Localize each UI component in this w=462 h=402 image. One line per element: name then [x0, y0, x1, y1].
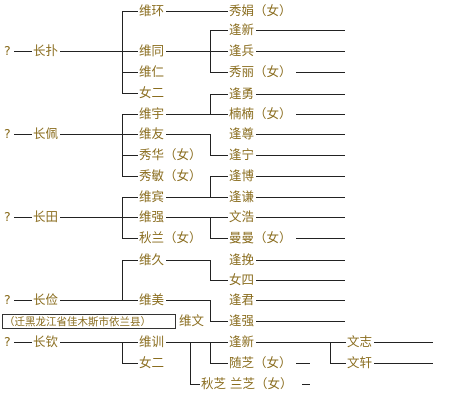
person-g2: 维强 — [138, 209, 166, 225]
person-g2: 维久 — [138, 252, 166, 268]
person-g1: 长钦 — [32, 334, 60, 350]
person-g2: 维美 — [138, 292, 166, 308]
person-g3: 逢新 — [228, 334, 256, 350]
root-marker: ? — [3, 209, 12, 225]
person-g2: 维文 — [178, 313, 206, 329]
person-g3: 秀娟（女） — [228, 3, 293, 19]
person-g3: 女四 — [228, 272, 256, 288]
person-g3: 秋芝 兰芝（女） — [200, 376, 294, 392]
person-g2: 女二 — [138, 85, 166, 101]
person-g3: 逢勇 — [228, 86, 256, 102]
person-g1: 长田 — [32, 209, 60, 225]
person-g2: 维宇 — [138, 106, 166, 122]
person-g3: 逢谦 — [228, 189, 256, 205]
person-g2: 秋兰（女） — [138, 230, 203, 246]
person-g3: 逢挽 — [228, 252, 256, 268]
person-g2: 秀敏（女） — [138, 168, 203, 184]
person-g1: 长俭 — [32, 292, 60, 308]
root-marker: ? — [3, 292, 12, 308]
person-g3: 逢博 — [228, 168, 256, 184]
person-g3: 秀丽（女） — [228, 64, 293, 80]
person-g4: 文轩 — [346, 355, 374, 371]
person-g3: 随芝（女） — [228, 355, 293, 371]
person-g2: 秀华（女） — [138, 147, 203, 163]
person-g3: 逢尊 — [228, 126, 256, 142]
person-g2: 女二 — [138, 355, 166, 371]
person-g3: 逢君 — [228, 292, 256, 308]
person-g3: 逢兵 — [228, 43, 256, 59]
person-g1: 长扑 — [32, 43, 60, 59]
person-g3: 逢强 — [228, 313, 256, 329]
person-g3: 楠楠（女） — [228, 106, 293, 122]
person-g2: 维同 — [138, 43, 166, 59]
person-g3: 文浩 — [228, 209, 256, 225]
person-g3: 逢宁 — [228, 147, 256, 163]
person-g1: 长佩 — [32, 126, 60, 142]
person-g2: 维环 — [138, 3, 166, 19]
person-g2: 维仁 — [138, 64, 166, 80]
person-g2: 维宾 — [138, 189, 166, 205]
person-g3: 逢新 — [228, 22, 256, 38]
person-g4: 文志 — [346, 334, 374, 350]
migration-note: （迁黑龙江省佳木斯市依兰县） — [2, 314, 176, 329]
person-g3: 曼曼（女） — [228, 230, 293, 246]
root-marker: ? — [3, 334, 12, 350]
root-marker: ? — [3, 43, 12, 59]
person-g2: 维训 — [138, 334, 166, 350]
person-g2: 维友 — [138, 126, 166, 142]
root-marker: ? — [3, 126, 12, 142]
